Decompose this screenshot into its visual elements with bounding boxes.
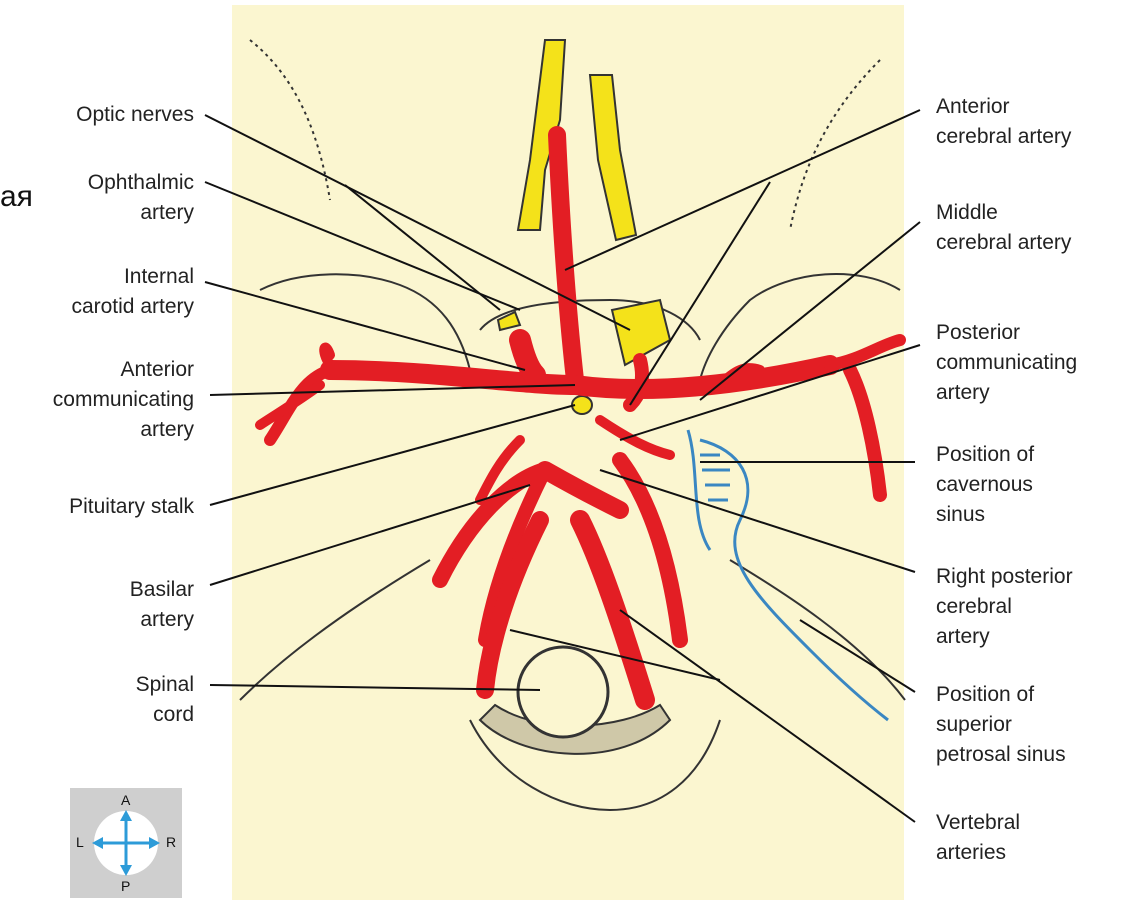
diagram-background	[232, 5, 904, 900]
label-anterior-cerebral-artery: Anterior cerebral artery	[936, 92, 1071, 152]
label-optic-nerves: Optic nerves	[76, 100, 194, 130]
label-internal-carotid-artery: Internal carotid artery	[71, 262, 194, 322]
compass-r: R	[166, 834, 176, 850]
compass-l: L	[76, 834, 84, 850]
label-position-of-superior-petrosal-sinus: Position of superior petrosal sinus	[936, 680, 1066, 770]
label-vertebral-arteries: Vertebral arteries	[936, 808, 1020, 868]
compass-a: A	[121, 792, 130, 808]
label-ophthalmic-artery: Ophthalmic artery	[88, 168, 194, 228]
label-basilar-artery: Basilar artery	[130, 575, 194, 635]
label-spinal-cord: Spinal cord	[136, 670, 194, 730]
cropped-text-fragment: ая	[0, 180, 33, 214]
label-position-of-cavernous-sinus: Position of cavernous sinus	[936, 440, 1034, 530]
label-anterior-communicating-artery: Anterior communicating artery	[53, 355, 194, 445]
label-posterior-communicating-artery: Posterior communicating artery	[936, 318, 1077, 408]
label-middle-cerebral-artery: Middle cerebral artery	[936, 198, 1071, 258]
label-pituitary-stalk: Pituitary stalk	[69, 492, 194, 522]
orientation-compass: A P L R	[70, 788, 182, 898]
compass-p: P	[121, 878, 130, 894]
label-right-posterior-cerebral-artery: Right posterior cerebral artery	[936, 562, 1073, 652]
